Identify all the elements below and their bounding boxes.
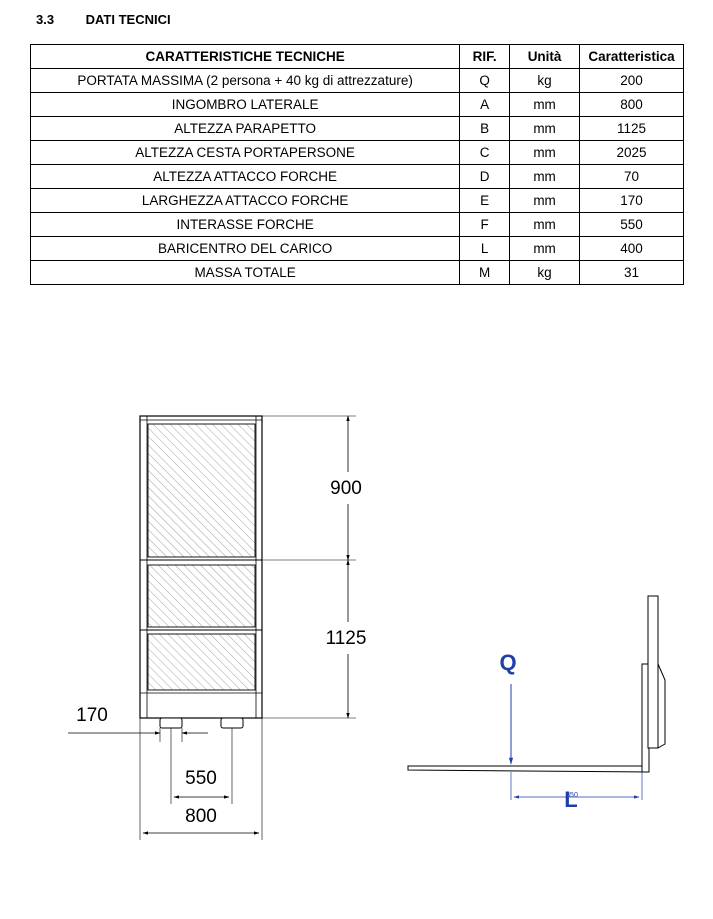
table-row: ALTEZZA PARAPETTO B mm 1125	[29, 116, 684, 141]
table-row: ALTEZZA ATTACCO FORCHE D mm 70	[29, 164, 684, 189]
section-heading: 3.3 DATI TECNICI	[36, 12, 171, 27]
table-cell: INTERASSE FORCHE	[29, 212, 461, 237]
table-cell: 800	[579, 92, 684, 117]
table-cell: kg	[509, 260, 581, 285]
table-cell: 550	[579, 212, 684, 237]
front-view: 900 1125 170 550 800	[68, 415, 367, 840]
header-cell: Unità	[509, 44, 581, 69]
dim-fork-width-label: 170	[76, 705, 108, 726]
table-cell: INGOMBRO LATERALE	[29, 92, 461, 117]
table-header-row: CARATTERISTICHE TECNICHE RIF. Unità Cara…	[29, 44, 684, 69]
dim-total-width-label: 800	[185, 806, 217, 827]
table-cell: L	[459, 236, 511, 261]
load-label: Q	[499, 650, 516, 675]
table-cell: PORTATA MASSIMA (2 persona + 40 kg di at…	[29, 68, 461, 93]
table-cell: ALTEZZA ATTACCO FORCHE	[29, 164, 461, 189]
table-cell: mm	[509, 212, 581, 237]
dim-lower-label: 1125	[326, 628, 367, 649]
section-number: 3.3	[36, 12, 55, 27]
table-row: LARGHEZZA ATTACCO FORCHE E mm 170	[29, 188, 684, 213]
table-cell: 1125	[579, 116, 684, 141]
table-cell: M	[459, 260, 511, 285]
basket-side-rail	[647, 595, 659, 749]
basket-frame	[139, 415, 263, 719]
fork-tine	[407, 765, 649, 773]
table-row: MASSA TOTALE M kg 31	[29, 260, 684, 285]
table-cell: E	[459, 188, 511, 213]
table-cell: BARICENTRO DEL CARICO	[29, 236, 461, 261]
section-title: DATI TECNICI	[85, 12, 171, 27]
middle-panel	[147, 564, 256, 628]
table-cell: 2025	[579, 140, 684, 165]
dim-upper-label: 900	[330, 478, 362, 499]
table-cell: mm	[509, 140, 581, 165]
table-cell: ALTEZZA PARAPETTO	[29, 116, 461, 141]
table-cell: B	[459, 116, 511, 141]
header-cell: Caratteristica	[579, 44, 684, 69]
table-row: INTERASSE FORCHE F mm 550	[29, 212, 684, 237]
specs-table: CARATTERISTICHE TECNICHE RIF. Unità Cara…	[29, 44, 684, 285]
table-cell: Q	[459, 68, 511, 93]
side-view: Q 850 L	[407, 595, 666, 812]
upper-panel	[147, 423, 256, 558]
table-cell: LARGHEZZA ATTACCO FORCHE	[29, 188, 461, 213]
table-cell: 31	[579, 260, 684, 285]
center-of-load-label: L	[564, 787, 577, 812]
lower-panel	[147, 633, 256, 691]
table-cell: mm	[509, 188, 581, 213]
small-dim-label: 850	[566, 792, 578, 799]
fork-pocket-right	[220, 717, 244, 729]
dim-fork-spacing-label: 550	[185, 768, 217, 789]
table-cell: MASSA TOTALE	[29, 260, 461, 285]
table-cell: 400	[579, 236, 684, 261]
fork-pocket-left	[159, 717, 183, 729]
table-row: INGOMBRO LATERALE A mm 800	[29, 92, 684, 117]
table-cell: A	[459, 92, 511, 117]
table-cell: 70	[579, 164, 684, 189]
